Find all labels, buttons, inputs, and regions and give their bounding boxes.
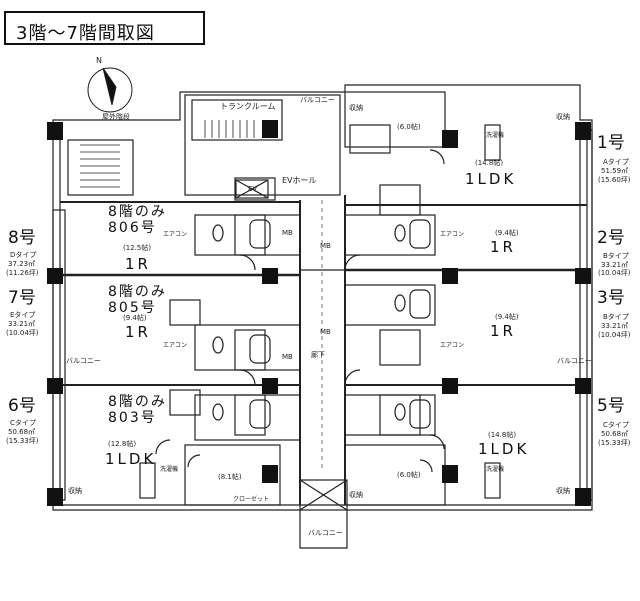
mb-label-d: MB [282, 353, 293, 361]
unit-2-type: Bタイプ [603, 252, 629, 260]
unit-3-size: (9.4帖) [495, 313, 519, 321]
unit-3-tsubo: (10.04坪) [598, 331, 631, 339]
unit-7-area: 33.21㎡ [8, 320, 36, 328]
ev-hall-label: EVホール [282, 176, 317, 185]
unit-7-type: Eタイプ [10, 311, 36, 319]
unit-6-alt: 803号 [108, 410, 157, 426]
mb-label-c: MB [282, 229, 293, 237]
north-arrow [87, 67, 133, 113]
unit-6-note: 8階のみ [108, 394, 167, 410]
ac-label-a: エアコン [163, 231, 188, 238]
balcony-left-label: バルコニー [66, 357, 101, 365]
unit-8-tsubo: (11.26坪) [6, 269, 39, 277]
plan-title-box: 3階〜7階間取図 [4, 11, 205, 45]
unit-2-size: (9.4帖) [495, 229, 519, 237]
unit-2-room-type: 1R [490, 238, 516, 256]
storage-label-1: 収納 [556, 113, 570, 121]
storage-label-5: 収納 [556, 487, 570, 495]
ac-label-d: エアコン [440, 342, 465, 349]
unit-5-room-type: 1LDK [478, 440, 530, 458]
outer-stairs [67, 139, 134, 196]
washer-label-1: 洗濯機 [486, 132, 505, 139]
unit-8-size: (12.5帖) [123, 244, 152, 252]
unit-3-type: Bタイプ [603, 313, 629, 321]
unit-3-area: 33.21㎡ [601, 322, 629, 330]
building-outline [52, 84, 593, 549]
north-label: N [96, 56, 102, 65]
closet-label: クローゼット [233, 496, 270, 503]
washer-label-6: 洗濯機 [160, 466, 179, 473]
unit-6-area: 50.68㎡ [8, 428, 36, 436]
unit-7-name: 7号 [8, 288, 36, 308]
ev-label: EV [248, 185, 258, 193]
unit-8-name: 8号 [8, 228, 36, 248]
unit-8-type: Dタイプ [10, 251, 37, 259]
unit-1-name: 1号 [597, 133, 625, 153]
unit-1-area: 51.59㎡ [601, 167, 629, 175]
unit-1-tsubo: (15.60坪) [598, 176, 631, 184]
trunk-room-label: トランクルーム [220, 102, 276, 111]
unit-3-room-type: 1R [490, 322, 516, 340]
unit-6-room-type: 1LDK [105, 450, 157, 468]
unit-2-area: 33.21㎡ [601, 261, 629, 269]
unit-1-type: Aタイプ [603, 158, 629, 166]
mb-label-a: MB [320, 242, 331, 250]
ac-label-c: エアコン [440, 231, 465, 238]
unit-7-size: (9.4帖) [123, 314, 147, 322]
ac-label-b: エアコン [163, 342, 188, 349]
storage-label-5b: 収納 [349, 491, 363, 499]
unit-5-size: (14.8帖) [488, 431, 517, 439]
unit-8-alt: 806号 [108, 220, 157, 236]
unit-5-area: 50.68㎡ [601, 430, 629, 438]
outer-stairs-label: 屋外階段 [102, 113, 130, 121]
unit-5-tsubo: (15.33坪) [598, 439, 631, 447]
unit-5-name: 5号 [597, 396, 625, 416]
unit-6-name: 6号 [8, 396, 36, 416]
plan-title: 3階〜7階間取図 [16, 23, 155, 44]
balcony-right-label: バルコニー [557, 357, 592, 365]
unit-7-room-type: 1R [125, 323, 151, 341]
unit-5-sub-size: (6.0帖) [397, 471, 421, 479]
unit-2-name: 2号 [597, 228, 625, 248]
unit-5-type: Cタイプ [603, 421, 629, 429]
storage-label-6: 収納 [68, 487, 82, 495]
unit-1-sub-size: (6.0帖) [397, 123, 421, 131]
unit-1-size: (14.8帖) [475, 159, 504, 167]
unit-8-area: 37.23㎡ [8, 260, 36, 268]
washer-label-5: 洗濯機 [486, 466, 505, 473]
unit-6-size: (12.8帖) [108, 440, 137, 448]
unit-8-note: 8階のみ [108, 204, 167, 220]
storage-label-1b: 収納 [349, 104, 363, 112]
balcony-top-label: バルコニー [300, 96, 335, 104]
unit-6-sub-size: (8.1帖) [218, 473, 242, 481]
mb-label-b: MB [320, 328, 331, 336]
unit-3-name: 3号 [597, 288, 625, 308]
unit-1-room-type: 1LDK [465, 170, 517, 188]
unit-6-tsubo: (15.33坪) [6, 437, 39, 445]
unit-7-tsubo: (10.04坪) [6, 329, 39, 337]
unit-6-type: Cタイプ [10, 419, 36, 427]
unit-7-alt: 805号 [108, 300, 157, 316]
balcony-bottom-label: バルコニー [308, 529, 343, 537]
unit-8-room-type: 1R [125, 255, 151, 273]
corridor-label: 廊下 [311, 351, 325, 359]
unit-2-tsubo: (10.04坪) [598, 269, 631, 277]
elevator [235, 179, 269, 199]
unit-7-note: 8階のみ [108, 284, 167, 300]
